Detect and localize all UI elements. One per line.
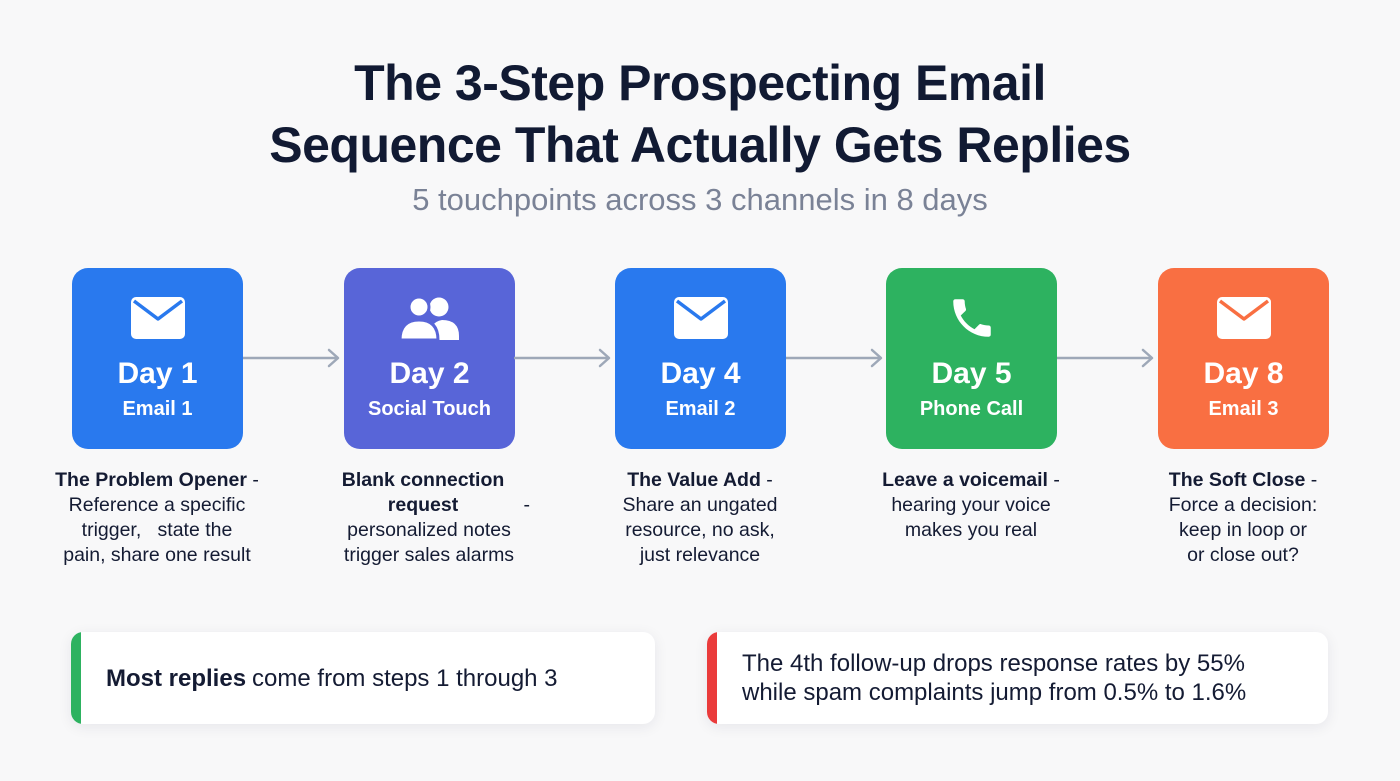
step-desc-line: or close out? [1187,544,1299,566]
arrow-right-icon [514,348,611,368]
envelope-icon [72,296,243,340]
callout-body: come from steps 1 through 3 [252,664,558,692]
step-desc-title: The Value Add [627,469,761,491]
step-description-5: The Soft Close - Force a decision: keep … [1113,468,1373,568]
step-box-day-2: Day 2 Social Touch [344,268,515,449]
step-desc-line: pain, share one result [63,544,251,566]
step-day: Day 1 [117,357,198,390]
step-description-2: Blank connection request - personalized … [299,468,559,568]
step-box-day-4: Day 4 Email 2 [615,268,786,449]
title-line-2: Sequence That Actually Gets Replies [269,117,1131,173]
arrow-right-icon [1057,348,1154,368]
callout-text: The 4th follow-up drops response rates b… [742,632,1308,724]
step-channel: Social Touch [368,398,491,420]
arrow-right-icon [786,348,883,368]
step-desc-title: The Soft Close [1168,469,1306,491]
step-description-4: Leave a voicemail - hearing your voice m… [841,468,1101,543]
step-description-3: The Value Add - Share an ungated resourc… [570,468,830,568]
step-channel: Email 3 [1208,398,1279,420]
step-desc-line: just relevance [639,544,761,566]
step-desc-line: Reference a specific [68,494,246,516]
title-line-1: The 3-Step Prospecting Email [354,55,1046,111]
arrow-right-icon [243,348,340,368]
step-box-day-5: Day 5 Phone Call [886,268,1057,449]
callout-follow-up-warning: The 4th follow-up drops response rates b… [707,632,1328,724]
step-desc-line: Force a decision: [1168,494,1318,516]
callout-line-1: The 4th follow-up drops response rates b… [742,650,1245,677]
envelope-icon [1158,296,1329,340]
step-desc-line: resource, no ask, [625,519,775,541]
step-desc-line: trigger sales alarms [343,544,515,566]
step-desc-line: personalized notes [347,519,511,541]
step-desc-line: Share an ungated [622,494,778,516]
step-day: Day 8 [1203,357,1284,390]
callout-most-replies: Most replies come from steps 1 through 3 [71,632,655,724]
step-desc-line: makes you real [904,519,1038,541]
envelope-icon [615,296,786,340]
step-channel: Email 1 [122,398,193,420]
callout-accent-bar [707,632,717,724]
callout-accent-bar [71,632,81,724]
callout-bold: Most replies [106,664,247,692]
step-desc-line: keep in loop or [1179,519,1307,541]
users-icon [344,296,515,340]
step-box-day-1: Day 1 Email 1 [72,268,243,449]
step-channel: Email 2 [665,398,736,420]
step-box-day-8: Day 8 Email 3 [1158,268,1329,449]
page-title: The 3-Step Prospecting Email Sequence Th… [0,52,1400,176]
callout-line-2: while spam complaints jump from 0.5% to … [742,679,1247,706]
step-desc-line: hearing your voice [891,494,1051,516]
callout-text: Most replies come from steps 1 through 3 [106,632,635,724]
phone-icon [886,296,1057,340]
step-desc-title: The Problem Opener [55,469,247,491]
step-description-1: The Problem Opener - Reference a specifi… [27,468,287,568]
step-channel: Phone Call [919,398,1024,420]
page-subtitle: 5 touchpoints across 3 channels in 8 day… [412,182,988,217]
step-desc-line: trigger, state the [81,519,233,541]
step-desc-title: Blank connection request [341,469,505,516]
step-day: Day 4 [660,357,741,390]
step-desc-title: Leave a voicemail [882,469,1048,491]
step-day: Day 2 [389,357,470,390]
step-day: Day 5 [931,357,1012,390]
